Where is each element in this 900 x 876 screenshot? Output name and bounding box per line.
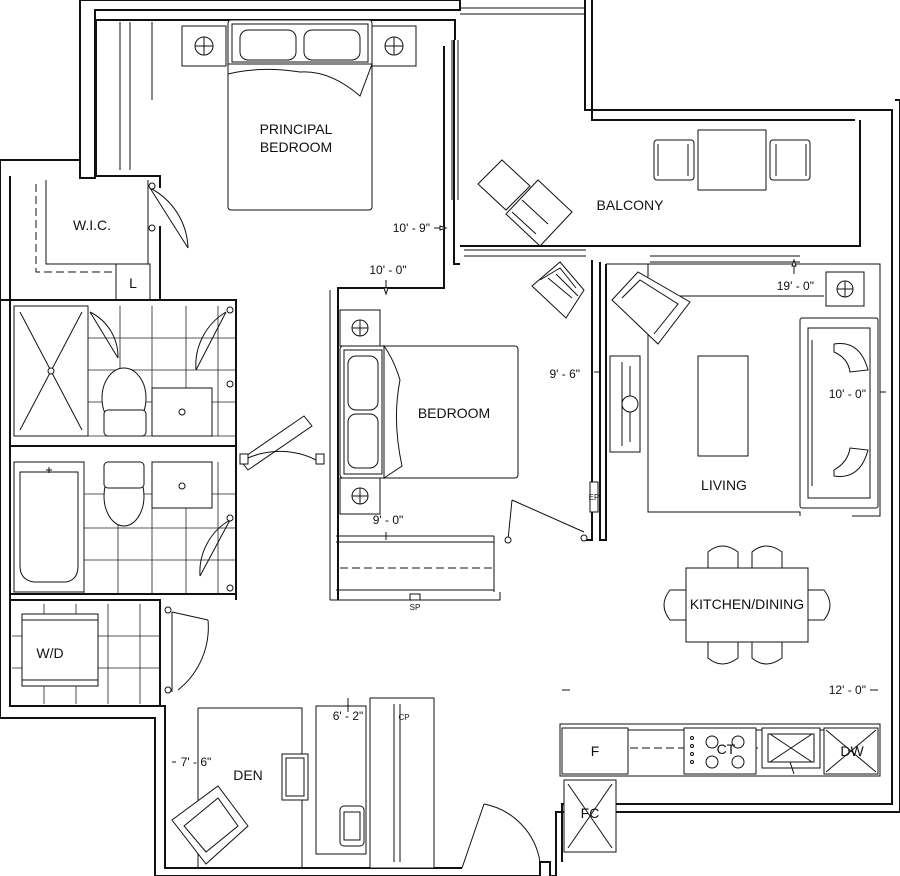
cooktop (683, 727, 757, 775)
dw-label: DW (840, 743, 864, 759)
sink-1 (151, 387, 213, 437)
dimension-markers (172, 225, 886, 763)
cp-label: CP (398, 713, 409, 722)
balcony-area (460, 120, 861, 247)
linen-label: L (129, 275, 137, 291)
wic-area (35, 180, 151, 301)
fc-label: FC (581, 805, 600, 821)
dim-bedroom-width: 9' - 0" (373, 513, 404, 527)
ensuite-bathroom (0, 299, 237, 600)
ct-label: CT (717, 741, 736, 757)
den-area (171, 697, 541, 869)
kitchen-dining-area (559, 545, 881, 853)
ep-label: EP (589, 493, 600, 502)
den-armchair (171, 785, 249, 865)
main-bathroom (10, 445, 236, 595)
principal-bedroom-label-1: PRINCIPAL (260, 121, 333, 137)
dim-principal-width: 10' - 9" (393, 221, 430, 235)
bathtub (13, 461, 85, 593)
den-label: DEN (233, 767, 263, 783)
fridge (561, 727, 629, 775)
coffee-table (697, 355, 749, 457)
dim-kitchen-length: 12' - 0" (829, 683, 866, 697)
bedroom-chair (531, 261, 585, 319)
labels: PRINCIPAL BEDROOM BALCONY W.I.C. L BEDRO… (36, 121, 866, 821)
dining-table (685, 567, 809, 643)
dim-den-depth: 7' - 6" (181, 755, 212, 769)
dim-den-closet: 6' - 2" (333, 709, 364, 723)
wd-label: W/D (36, 645, 63, 661)
sink-2 (151, 461, 213, 509)
bedroom-area (329, 40, 607, 601)
living-armchair (611, 271, 691, 345)
balcony-table (697, 129, 767, 191)
washer-dryer (21, 613, 99, 687)
dim-living-width: 10' - 0" (829, 387, 866, 401)
den-closet (369, 697, 435, 869)
living-label: LIVING (701, 477, 747, 493)
principal-bedroom-label-2: BEDROOM (260, 139, 332, 155)
hall-door-bath (239, 415, 325, 471)
linen-closet (115, 263, 151, 301)
living-area (606, 255, 881, 517)
dim-bedroom-depth: 9' - 6" (549, 367, 580, 381)
kitchen-dining-label: KITCHEN/DINING (690, 596, 804, 612)
lounge-chair (505, 179, 573, 247)
bedroom-label: BEDROOM (418, 405, 490, 421)
dim-principal-depth: 10' - 0" (369, 263, 406, 277)
laundry-area (10, 599, 209, 706)
sp-label: SP (410, 603, 421, 612)
dim-balcony-length: 19' - 0" (777, 279, 814, 293)
wic-label: W.I.C. (73, 217, 111, 233)
fridge-label: F (591, 743, 600, 759)
balcony-label: BALCONY (597, 197, 665, 213)
